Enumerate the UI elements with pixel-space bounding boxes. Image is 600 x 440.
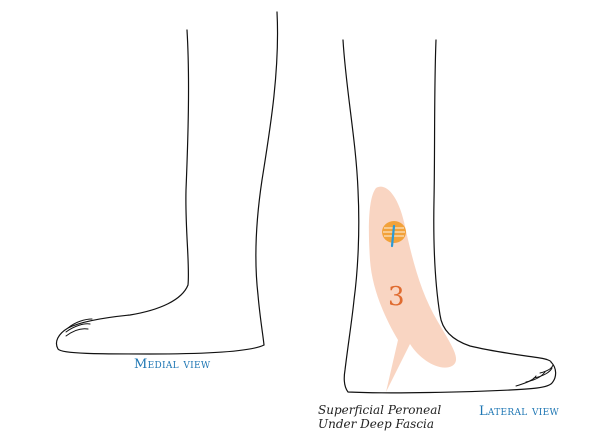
medial-leg-front-contour: [55, 29, 265, 355]
lateral-leg-outline: [342, 39, 557, 394]
nerve-caption-line-2: Under Deep Fascia: [318, 417, 435, 431]
nerve-marker-icon: [382, 221, 406, 248]
lateral-toe-lines: [515, 364, 554, 387]
medial-toe-lines: [65, 318, 93, 337]
nerve-caption: Superficial Peroneal Under Deep Fascia: [318, 403, 441, 431]
zone-3-region: [368, 186, 457, 392]
medial-leg-back-contour: [255, 11, 279, 346]
medial-leg-outline: [55, 11, 279, 355]
lateral-leg-back-contour: [433, 39, 552, 363]
lateral-leg-front-contour: [342, 39, 557, 394]
nerve-caption-line-1: Superficial Peroneal: [318, 403, 442, 417]
nerve-marker-stem: [390, 224, 396, 248]
medial-view-label: Medial view: [134, 357, 211, 372]
zone-number: 3: [388, 282, 405, 312]
lateral-view-label: Lateral view: [479, 404, 560, 419]
